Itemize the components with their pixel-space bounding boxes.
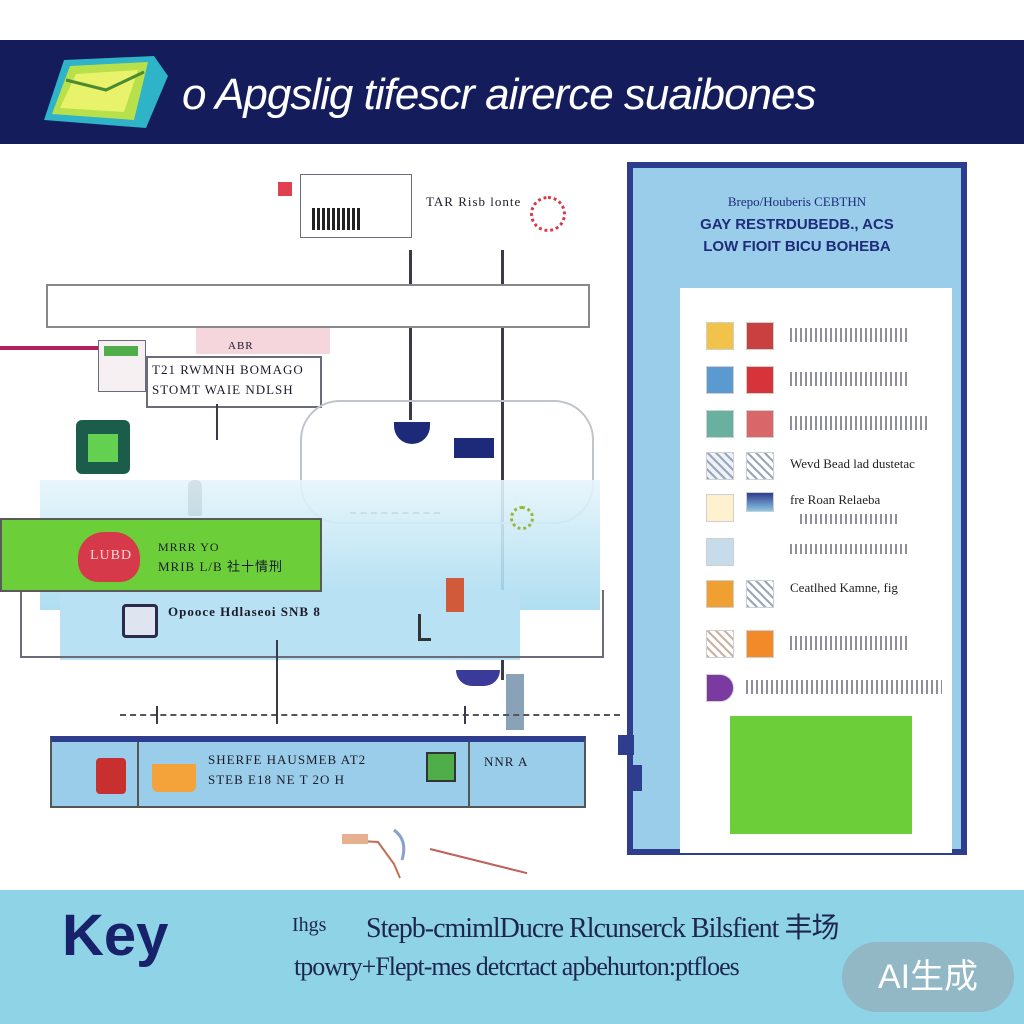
title-bar: [0, 40, 1024, 144]
magenta-pointer-line: [0, 346, 98, 350]
legend-bars: [790, 416, 928, 430]
water-label-box: [20, 590, 604, 658]
rod-weight: [394, 422, 430, 444]
legend-row: [680, 672, 952, 702]
legend-bars: [800, 514, 900, 524]
dashed-connector: [120, 714, 620, 716]
legend-bars: [790, 544, 910, 554]
connector-tick: [276, 640, 278, 724]
figure-swatch-icon: [706, 366, 734, 394]
bar-divider: [468, 742, 470, 808]
legend-bars: [746, 680, 942, 694]
diagram: TAR Risb lonte T21 RWMNH BOMAGO STOMT WA…: [0, 150, 620, 880]
callout-top-label: TAR Risb lonte: [426, 194, 522, 209]
purple-swatch-icon: [706, 674, 734, 702]
legend-row: [680, 536, 952, 566]
bottom-info-bar: [50, 736, 586, 808]
pen-line: [429, 848, 528, 875]
ai-watermark: AI生成: [842, 942, 1014, 1012]
water-label: Opooce Hdlaseoi SNB 8: [168, 604, 321, 619]
key-line-2: tpowry+Flept-mes detcrtact apbehurton:pt…: [294, 952, 740, 981]
waves-swatch-icon: [746, 492, 774, 512]
main-frame: [46, 284, 590, 328]
bottom-text-line-1: SHERFE HAUSMEB AT2: [208, 752, 367, 767]
dotted-marker: [510, 506, 534, 530]
target-icon: [530, 196, 566, 232]
rod-block: [454, 438, 494, 458]
pillar-icon: [506, 674, 524, 730]
panel-connector: [618, 735, 634, 755]
green-label-line-2: MRIB L/B 社十情刑: [158, 559, 283, 574]
landscape-swatch-icon: [746, 410, 774, 438]
hatch-swatch-icon: [706, 452, 734, 480]
boat-icon: [456, 670, 500, 686]
device-icon: [312, 208, 362, 230]
rod-line: [501, 250, 504, 680]
page-title: o Apgslig tifescr airerce suaibones: [182, 70, 816, 119]
arrow-corner: [418, 614, 431, 641]
connector-tick: [156, 706, 158, 724]
rod-line: [409, 250, 412, 420]
bar-divider: [137, 742, 139, 808]
connector-tick: [464, 706, 466, 724]
orange-swatch-icon: [706, 580, 734, 608]
sand-swatch-icon: [706, 322, 734, 350]
bag-icon: [152, 764, 196, 792]
connector-line: [216, 404, 218, 440]
red-device-icon: [446, 578, 464, 612]
key-title: Key: [62, 903, 169, 968]
panel-heading-1: Brepo/Houberis CEBTHN: [727, 194, 867, 209]
red-swatch-icon: [746, 366, 774, 394]
key-prefix: Ihgs: [292, 914, 327, 936]
panel-connector: [628, 765, 642, 791]
legend-row: fre Roan Relaeba: [680, 492, 952, 536]
hatch-swatch-icon: [706, 630, 734, 658]
pale-blue-swatch-icon: [706, 538, 734, 566]
green-label-line-1: MRRR YO: [158, 540, 220, 554]
panel-heading-2: GAY RESTRDUBEDB., ACS: [700, 216, 894, 233]
legend-bars: [790, 636, 910, 650]
legend-list: Wevd Bead lad dustetac fre Roan Relaeba …: [680, 288, 952, 853]
legend-label-3: Ceatlhed Kamne, fig: [790, 580, 898, 595]
green-box-icon: [426, 752, 456, 782]
legend-row: [680, 320, 952, 350]
legend-label-2: fre Roan Relaeba: [790, 492, 881, 507]
legend-row: [680, 628, 952, 658]
tool-swatch-icon: [706, 494, 734, 522]
legend-bars: [790, 328, 910, 342]
red-image-swatch-icon: [746, 322, 774, 350]
red-badge-label: LUBD: [90, 548, 133, 563]
panel-heading-3: LOW FIOIT BICU BOHEBA: [703, 238, 891, 255]
hand-sketch-icon: [338, 820, 438, 880]
legend-panel: Brepo/Houberis CEBTHN GAY RESTRDUBEDB., …: [627, 162, 967, 855]
fuel-can-icon: [96, 758, 126, 794]
legend-row: Wevd Bead lad dustetac: [680, 450, 952, 480]
orange-swatch-icon: [746, 630, 774, 658]
device-label-box: [146, 356, 322, 408]
hatch-swatch-icon: [746, 580, 774, 608]
green-legend-block: [730, 716, 912, 834]
camera-icon: [122, 604, 158, 638]
pencil-icon: [278, 182, 292, 196]
folder-logo-icon: [36, 50, 176, 134]
legend-row: [680, 408, 952, 438]
green-band: [0, 518, 322, 592]
small-callout-label: ABR: [228, 340, 254, 352]
device-label-line-1: T21 RWMNH BOMAGO: [152, 362, 304, 377]
hatch-swatch-icon: [746, 452, 774, 480]
green-chip-icon: [104, 346, 138, 356]
module-icon: [76, 420, 130, 474]
bottom-text-line-2: STEB E18 NE T 2O H: [208, 772, 346, 787]
legend-label-1: Wevd Bead lad dustetac: [790, 456, 915, 471]
key-line-1: Stepb-cmimlDucre Rlcunserck Bilsfient 丰场: [366, 913, 839, 944]
device-label-line-2: STOMT WAIE NDLSH: [152, 382, 294, 397]
pink-band: [196, 328, 330, 354]
scene-swatch-icon: [706, 410, 734, 438]
legend-bars: [790, 372, 910, 386]
legend-row: Ceatlhed Kamne, fig: [680, 578, 952, 608]
red-badge: [78, 532, 140, 582]
bottom-right-label: NNR A: [484, 754, 529, 769]
legend-row: [680, 364, 952, 394]
